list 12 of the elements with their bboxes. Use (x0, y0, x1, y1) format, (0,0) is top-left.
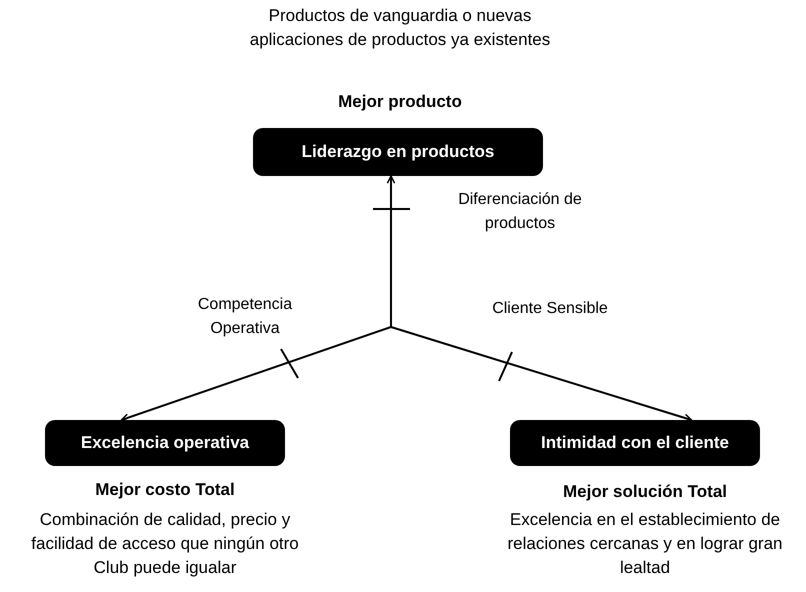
tagline-text: Mejor costo Total (94, 479, 236, 501)
strategy-box: Intimidad con el cliente (510, 420, 760, 466)
description-text: Combinación de calidad, precio y facilidad de acceso que ningún otro Club puede igualar (30, 509, 300, 579)
description-text: Productos de vanguardia o nuevas aplicaciones de productos ya existentes (248, 5, 552, 51)
arrow (120, 326, 392, 422)
arrow (390, 326, 692, 422)
strategy-box: Liderazgo en productos (253, 128, 543, 176)
arrow (386, 175, 396, 327)
description-text: Excelencia en el establecimiento de relaciones cercanas y en lograr gran lealtad (506, 509, 784, 579)
strategy-box: Excelencia operativa (45, 420, 285, 466)
tagline-text: Mejor solución Total (562, 481, 728, 503)
tagline-text: Mejor producto (337, 91, 463, 113)
